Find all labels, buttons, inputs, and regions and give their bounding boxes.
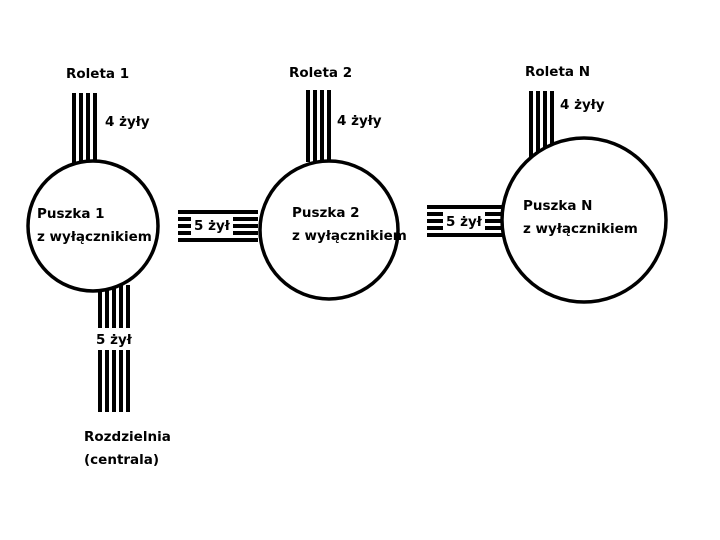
link-1-2-label-bg	[191, 214, 233, 236]
roller-2-wire-bundle	[306, 90, 331, 162]
roller-1-wire-bundle	[72, 93, 97, 166]
roller-2-label: Roleta 2	[289, 65, 352, 81]
distribution-board-label-line2: (centrala)	[84, 452, 159, 468]
roller-1-label: Roleta 1	[66, 66, 129, 82]
box-n-label-line1: Puszka N	[523, 198, 592, 214]
box-1-label-line1: Puszka 1	[37, 206, 105, 222]
box-2-label-line2: z wyłącznikiem	[292, 228, 407, 244]
roller-2-wire-count: 4 żyły	[337, 113, 382, 129]
feed-wire-label-bg	[94, 328, 134, 350]
link-2-n-label-bg	[443, 210, 485, 232]
roller-n-label: Roleta N	[525, 64, 590, 80]
distribution-board-label-line1: Rozdzielnia	[84, 429, 171, 445]
junction-box-1	[26, 159, 160, 293]
link-1-2-wire-count: 5 żył	[194, 218, 231, 234]
roller-n-wire-count: 4 żyły	[560, 97, 605, 113]
box-n-label-line2: z wyłącznikiem	[523, 221, 638, 237]
junction-box-n	[500, 136, 668, 304]
link-2-n-wire-count: 5 żył	[446, 214, 483, 230]
junction-box-2	[258, 159, 400, 301]
roller-1-wire-count: 4 żyły	[105, 114, 150, 130]
feed-wire-count: 5 żył	[96, 332, 133, 348]
box-1-label-line2: z wyłącznikiem	[37, 229, 152, 245]
box-2-label-line1: Puszka 2	[292, 205, 360, 221]
